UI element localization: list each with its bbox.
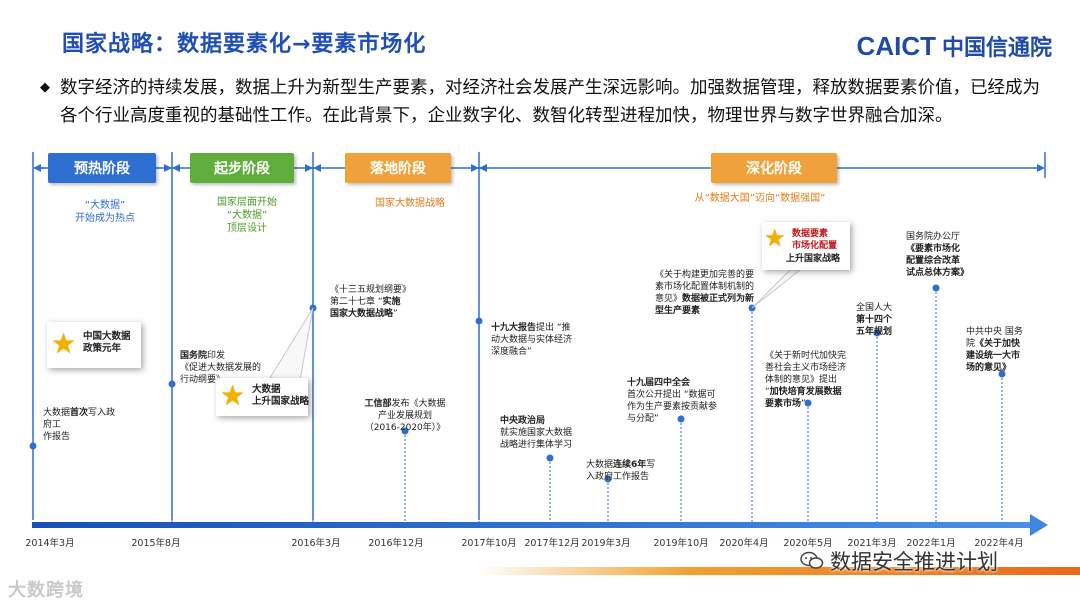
data-market-card-red: 数据要素 市场化配置: [792, 229, 838, 251]
star-icon: ★: [220, 379, 246, 412]
date-label: 2019年10月: [653, 538, 709, 549]
star-icon: ★: [764, 224, 786, 252]
event-2019-10-text: 十九届四中全会首次公开提出 “数据可 作为生产要素按贡献参 与分配”: [627, 378, 718, 424]
date-label: 2019年3月: [581, 538, 631, 549]
logo-caict-text: CAICT: [856, 30, 936, 61]
intro-text: 数字经济的持续发展，数据上升为新型生产要素，对经济社会发展产生深远影响。加强数据…: [60, 78, 1040, 126]
bottom-accent-bar: [480, 567, 1080, 575]
date-label: 2020年5月: [783, 538, 833, 549]
event-2022-01-text: 国务院办公厅《要素市场化 配置综合改革 试点总体方案》: [906, 232, 970, 278]
watermark-left: 大数跨境: [8, 580, 84, 601]
event-2017-10-text: 十九大报告提出 “推 动大数据与实体经济 深度融合”: [491, 323, 573, 357]
date-label: 2022年4月: [974, 538, 1024, 549]
date-label: 2017年12月: [524, 538, 580, 549]
date-label: 2017年10月: [461, 538, 517, 549]
logo-cn-text: 中国信通院: [941, 36, 1052, 61]
phase-landing: 落地阶段: [345, 153, 451, 183]
event-2022-04-text: 中共中央 国务 院《关于加快 建设统一大市 场的意见》: [966, 327, 1023, 373]
event-2019-03-text: 大数据连续6年写 入政府工作报告: [586, 460, 656, 482]
watermark-right-text: 数据安全推进计划: [830, 550, 998, 574]
date-label: 2021年3月: [847, 538, 897, 549]
phase-arrowheads: [33, 164, 1045, 172]
national-strategy-card-text: 大数据 上升国家战略: [252, 384, 310, 407]
event-2016-03-text: 《十三五规划纲要》 第二十七章 “实施 国家大数据战略”: [330, 285, 412, 319]
event-drop-lines: [32, 288, 1003, 522]
star-icon: ★: [51, 327, 77, 360]
date-label: 2020年4月: [719, 538, 769, 549]
data-market-card-text: 上升国家战略: [786, 254, 841, 264]
wechat-icon: [800, 551, 824, 569]
event-2020-04-text: 《关于构建更加完善的要 素市场化配置体制机制的 意见》数据被正式列为新 型生产要…: [655, 270, 755, 316]
caict-logo: CAICT 中国信通院: [857, 30, 1052, 62]
event-2016-12-text: 工信部发布《大数据 产业发展规划 （2016-2020年）》: [364, 399, 446, 433]
phase-deepen-note: 从“数据大国”迈向“数据强国”: [694, 193, 826, 204]
diamond-bullet-icon: ◆: [40, 80, 50, 95]
phase-start-note: 国家层面开始 “大数据” 顶层设计: [217, 197, 277, 234]
event-2014-text: 大数据首次写入政府工 作报告: [43, 408, 116, 442]
data-market-strategy-card: ★ 数据要素 市场化配置 上升国家战略: [762, 222, 850, 270]
date-label: 2022年1月: [906, 538, 956, 549]
page-title: 国家战略：数据要素化→要素市场化: [62, 32, 427, 57]
event-2021-03-text: 全国人大第十四个 五年规划: [856, 303, 893, 337]
national-strategy-card: ★ 大数据 上升国家战略: [216, 378, 309, 416]
phase-start: 起步阶段: [190, 153, 294, 183]
watermark-right: 数据安全推进计划: [800, 546, 998, 576]
phase-landing-note: 国家大数据战略: [375, 198, 445, 209]
time-axis: [32, 514, 1048, 536]
event-2020-05-text: 《关于新时代加快完 善社会主义市场经济 体制的意见》提出 “加快培育发展数据 要…: [765, 351, 847, 409]
policy-year-card-text: 中国大数据 政策元年: [83, 331, 131, 354]
event-2015-text: 国务院印发 《促进大数据发展的 行动纲要》: [180, 351, 262, 385]
event-2017-12-text: 中央政治局就实施国家大数据 战略进行集体学习: [500, 416, 573, 450]
date-label: 2016年12月: [368, 538, 424, 549]
phase-warmup: 预热阶段: [48, 153, 156, 183]
phase-deepen: 深化阶段: [711, 153, 837, 183]
date-label: 2016年3月: [291, 538, 341, 549]
policy-year-card: ★ 中国大数据 政策元年: [47, 322, 141, 368]
intro-paragraph: ◆ 数字经济的持续发展，数据上升为新型生产要素，对经济社会发展产生深远影响。加强…: [40, 74, 1040, 130]
phase-warmup-note: “大数据” 开始成为热点: [75, 200, 135, 224]
date-label: 2014年3月: [25, 538, 75, 549]
date-label: 2015年8月: [131, 538, 181, 549]
